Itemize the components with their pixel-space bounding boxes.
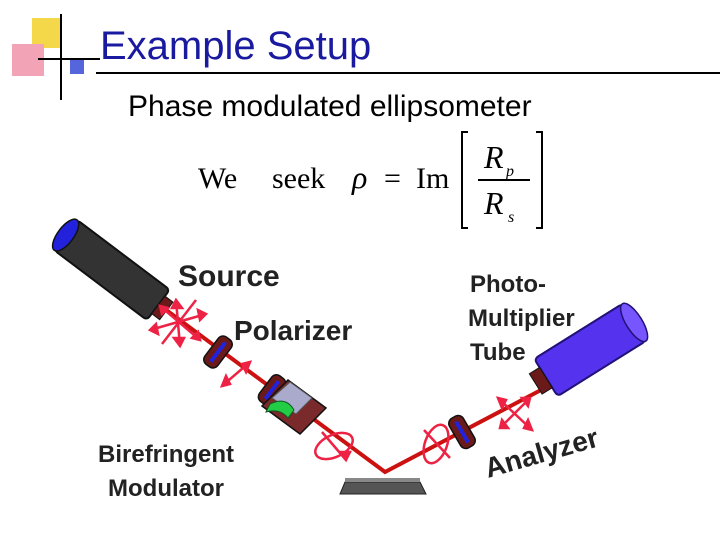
denominator-subscript: s xyxy=(508,209,514,226)
analyzer-mount xyxy=(448,414,476,450)
source-laser xyxy=(51,218,174,321)
label-modulator: Modulator xyxy=(108,475,224,502)
birefringent-modulator xyxy=(260,379,328,435)
polarization-arrows xyxy=(147,297,535,465)
left-bracket xyxy=(461,131,468,229)
slide-subtitle: Phase modulated ellipsometer xyxy=(128,90,532,123)
equation-equals: = xyxy=(384,162,401,195)
numerator-r: R xyxy=(483,139,504,175)
modulator-elliptical-arrow xyxy=(314,431,354,461)
deco-square-blue xyxy=(70,60,84,74)
modulator-crystal xyxy=(265,400,295,419)
label-pmt-line3: Tube xyxy=(470,339,526,366)
sample-surface xyxy=(339,481,427,495)
source-polarization-star xyxy=(147,297,209,349)
denominator-r: R xyxy=(483,185,504,221)
deco-line-vertical xyxy=(60,14,62,100)
equation-seek: seek xyxy=(272,162,325,195)
polarizer-arrow xyxy=(219,360,253,388)
modulator-arrowhead xyxy=(337,450,353,463)
slide-title: Example Setup xyxy=(100,24,372,68)
corner-decoration xyxy=(0,0,100,100)
equation-we: We xyxy=(198,162,237,195)
deco-square-pink xyxy=(12,44,44,76)
right-bracket xyxy=(536,131,543,229)
photomultiplier-tube xyxy=(528,302,649,396)
label-analyzer: Analyzer xyxy=(481,422,602,484)
equation-rho: ρ xyxy=(351,159,367,195)
deco-square-yellow xyxy=(32,18,62,48)
component-labels: Source Polarizer Photo- Multiplier Tube … xyxy=(98,260,602,502)
analyzer-elliptical-arrow xyxy=(422,423,451,465)
pmt-window xyxy=(528,366,553,395)
source-cap xyxy=(51,218,80,252)
title-underline xyxy=(96,72,720,74)
sample-top xyxy=(345,478,420,482)
label-polarizer: Polarizer xyxy=(234,315,352,346)
label-birefringent: Birefringent xyxy=(98,441,234,468)
polarizer-mount xyxy=(203,335,233,369)
pmt-cap xyxy=(619,302,649,343)
label-source: Source xyxy=(178,260,280,293)
light-beam xyxy=(148,296,561,475)
deco-line-horizontal xyxy=(38,58,100,60)
label-pmt-line1: Photo- xyxy=(470,271,546,298)
equation: We seek ρ = Im R p R s xyxy=(198,131,543,229)
equation-im: Im xyxy=(416,162,449,195)
label-pmt-line2: Multiplier xyxy=(468,305,575,332)
analyzer-output-arrows xyxy=(495,396,535,432)
numerator-subscript: p xyxy=(505,163,514,180)
